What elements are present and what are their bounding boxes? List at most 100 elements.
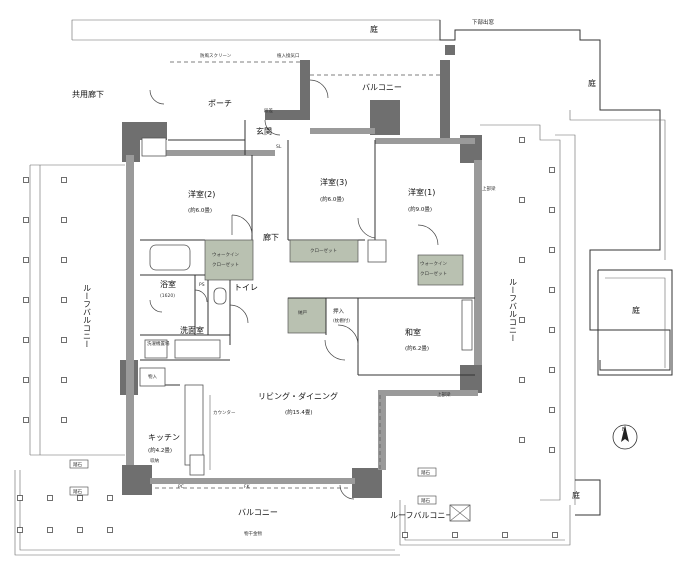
label-washitsu: 和室: [405, 327, 421, 337]
label-porch: ポーチ: [208, 99, 232, 108]
fence-post: [61, 257, 67, 263]
bathtub: [149, 244, 191, 271]
label-yoshitsu3-size: (約6.0畳): [320, 195, 344, 203]
label-ami-screen: 防風スクリーン: [200, 52, 232, 59]
closet-yoshitsu3: [289, 239, 359, 263]
tag-step-stone-2: 踏石: [73, 488, 82, 495]
fence-post: [519, 257, 525, 263]
tag-uesen-1: 上部梁: [437, 391, 451, 398]
label-kabu-deshiri: 下部出窓: [472, 18, 495, 26]
garden-outlines: [14, 19, 673, 556]
fence-post: [549, 207, 555, 213]
tag-step-stone-3: 踏石: [421, 469, 430, 476]
fence-post: [549, 367, 555, 373]
fence-post: [77, 495, 83, 501]
fence-post: [47, 495, 53, 501]
label-living: リビング・ダイニング: [258, 391, 338, 401]
label-yoshitsu1: 洋室(1): [408, 187, 435, 197]
tags: 踏石 踏石 踏石 踏石 上部梁 上部梁: [69, 185, 496, 505]
label-sl: SL: [276, 144, 282, 150]
fence-post: [23, 177, 29, 183]
room-labels: 庭 下部出窓 庭 庭 庭 共用廊下 ポーチ バルコニー MB 玄関 洋室(2) …: [72, 18, 640, 537]
label-kitchen-size: (約4.2畳): [148, 446, 172, 454]
fence-post: [519, 437, 525, 443]
fence-post: [549, 407, 555, 413]
fence-post: [549, 447, 555, 453]
label-genkan: 玄関: [256, 126, 272, 136]
fence-post: [23, 297, 29, 303]
label-noun-in: 物入: [148, 373, 157, 380]
fence-posts: [17, 137, 558, 538]
label-kaiten: 段差: [264, 107, 273, 114]
fence-post: [77, 527, 83, 533]
label-yoshitsu2: 洋室(2): [188, 189, 215, 199]
fence-post: [549, 247, 555, 253]
interior-partitions: [139, 61, 475, 489]
fence-post: [519, 377, 525, 383]
label-walkin2: ウォークイン: [420, 260, 447, 267]
label-senmenshitsu: 洗面室: [180, 325, 204, 335]
fence-post: [402, 532, 408, 538]
label-kyoyo-roka: 共用廊下: [72, 89, 104, 99]
toilet-fixture: [213, 287, 227, 305]
label-walkin1b: クローゼット: [212, 261, 239, 268]
label-pc: PC: [178, 484, 184, 490]
fence-post: [452, 532, 458, 538]
fence-post: [61, 377, 67, 383]
label-niwa-right-bottom: 庭: [572, 490, 580, 500]
label-yoshitsu2-size: (約6.0畳): [188, 206, 212, 214]
label-counter: カウンター: [213, 409, 236, 416]
stair-icon: [449, 504, 471, 522]
label-washing: 洗濯機置場: [147, 340, 170, 347]
fence-post: [519, 137, 525, 143]
fence-post: [61, 177, 67, 183]
fence-post: [107, 527, 113, 533]
tag-uesen-2: 上部梁: [482, 185, 496, 192]
fence-post: [17, 527, 23, 533]
label-balcony-top: バルコニー: [362, 83, 402, 92]
compass-north: N: [622, 427, 626, 433]
label-living-size: (約15.4畳): [285, 408, 313, 416]
fence-post: [23, 417, 29, 423]
fence-post: [23, 217, 29, 223]
label-roof-balcony-right: ルーフバルコニー: [509, 278, 518, 342]
label-toilet: トイレ: [234, 283, 258, 292]
label-niwa-top: 庭: [370, 24, 378, 34]
fence-post: [61, 337, 67, 343]
fence-post: [552, 532, 558, 538]
fence-post: [23, 337, 29, 343]
fence-post: [549, 287, 555, 293]
label-yoshitsu3: 洋室(3): [320, 177, 347, 187]
fence-post: [549, 327, 555, 333]
label-yokushitsu-size: (1620): [160, 293, 175, 299]
door-swings: [149, 79, 439, 500]
label-walkin1: ウォークイン: [212, 251, 239, 258]
fence-post: [549, 167, 555, 173]
label-nando: 納戸: [298, 309, 307, 316]
kitchen-sink: [189, 454, 205, 476]
walkin-closet-2: [417, 254, 464, 286]
label-kitchen: キッチン: [148, 433, 180, 442]
fence-post: [107, 495, 113, 501]
fence-post: [61, 217, 67, 223]
label-ps: PS: [199, 282, 205, 288]
label-oshiire-sub: (枕棚付): [333, 317, 350, 324]
label-yoshitsu1-size: (約9.0畳): [408, 205, 432, 213]
label-roof-balcony-left: ルーフバルコニー: [83, 284, 92, 348]
label-niwa-right-top: 庭: [588, 78, 596, 88]
fence-post: [502, 532, 508, 538]
kitchen-counter: [184, 384, 204, 466]
label-closet: クローゼット: [310, 247, 337, 254]
fence-post: [519, 197, 525, 203]
fence-post: [23, 377, 29, 383]
mb-box: [141, 137, 167, 157]
compass: N: [612, 424, 638, 450]
fence-post: [17, 495, 23, 501]
nando-storage: [287, 297, 327, 334]
exterior-walls: [120, 45, 482, 498]
washbasin: [174, 339, 221, 359]
tag-step-stone-1: 踏石: [73, 461, 82, 468]
label-balcony-bottom: バルコニー: [238, 508, 278, 517]
label-fk: FK: [244, 484, 251, 490]
